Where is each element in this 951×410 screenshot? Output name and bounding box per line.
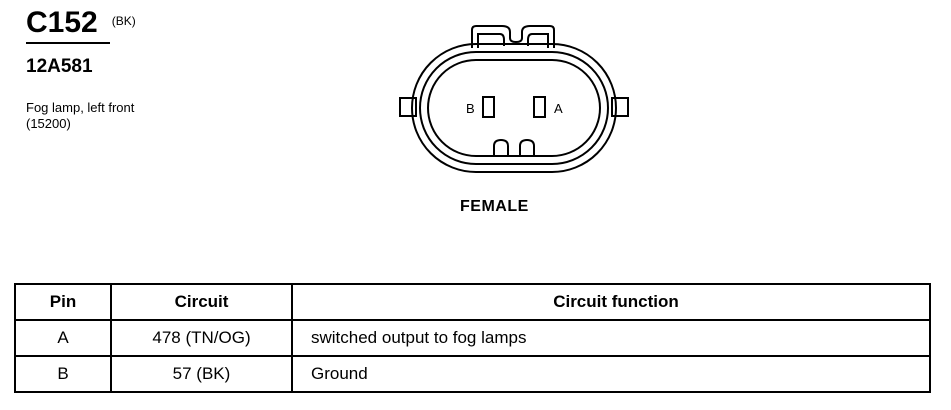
column-header-circuit: Circuit <box>110 283 293 321</box>
table-row: B 57 (BK) Ground <box>14 355 931 393</box>
table-header-row: Pin Circuit Circuit function <box>14 283 931 321</box>
connector-description: Fog lamp, left front (15200) <box>26 100 326 132</box>
connector-right-tab <box>611 97 629 117</box>
title-underline <box>26 42 110 44</box>
connector-left-tab <box>399 97 417 117</box>
connector-housing-ring-3 <box>427 59 601 157</box>
cell-circuit: 57 (BK) <box>110 355 293 393</box>
pin-table: Pin Circuit Circuit function A 478 (TN/O… <box>14 283 931 393</box>
connector-latch <box>471 25 555 48</box>
connector-header: C152 (BK) 12A581 Fog lamp, left front (15… <box>26 6 326 132</box>
connector-id: C152 <box>26 6 98 39</box>
description-line-1: Fog lamp, left front <box>26 100 135 115</box>
pin-a-terminal <box>533 96 546 118</box>
table-row: A 478 (TN/OG) switched output to fog lam… <box>14 319 931 357</box>
connector-latch-inner <box>477 33 549 48</box>
cell-circuit: 478 (TN/OG) <box>110 319 293 357</box>
description-line-2: (15200) <box>26 116 71 131</box>
column-header-pin: Pin <box>14 283 112 321</box>
connector-face-diagram: B A <box>399 25 629 173</box>
connector-housing-outer <box>411 43 617 173</box>
connector-key-left <box>493 138 509 156</box>
connector-housing-ring-2 <box>419 51 609 165</box>
cell-function: switched output to fog lamps <box>291 319 931 357</box>
part-number: 12A581 <box>26 56 93 77</box>
cell-pin: B <box>14 355 112 393</box>
pin-a-label: A <box>554 101 563 116</box>
pin-b-label: B <box>466 101 475 116</box>
connector-gender: FEMALE <box>460 198 529 215</box>
pin-b-terminal <box>482 96 495 118</box>
connector-color: (BK) <box>111 14 136 28</box>
connector-key-right <box>519 138 535 156</box>
column-header-function: Circuit function <box>291 283 931 321</box>
cell-function: Ground <box>291 355 931 393</box>
cell-pin: A <box>14 319 112 357</box>
